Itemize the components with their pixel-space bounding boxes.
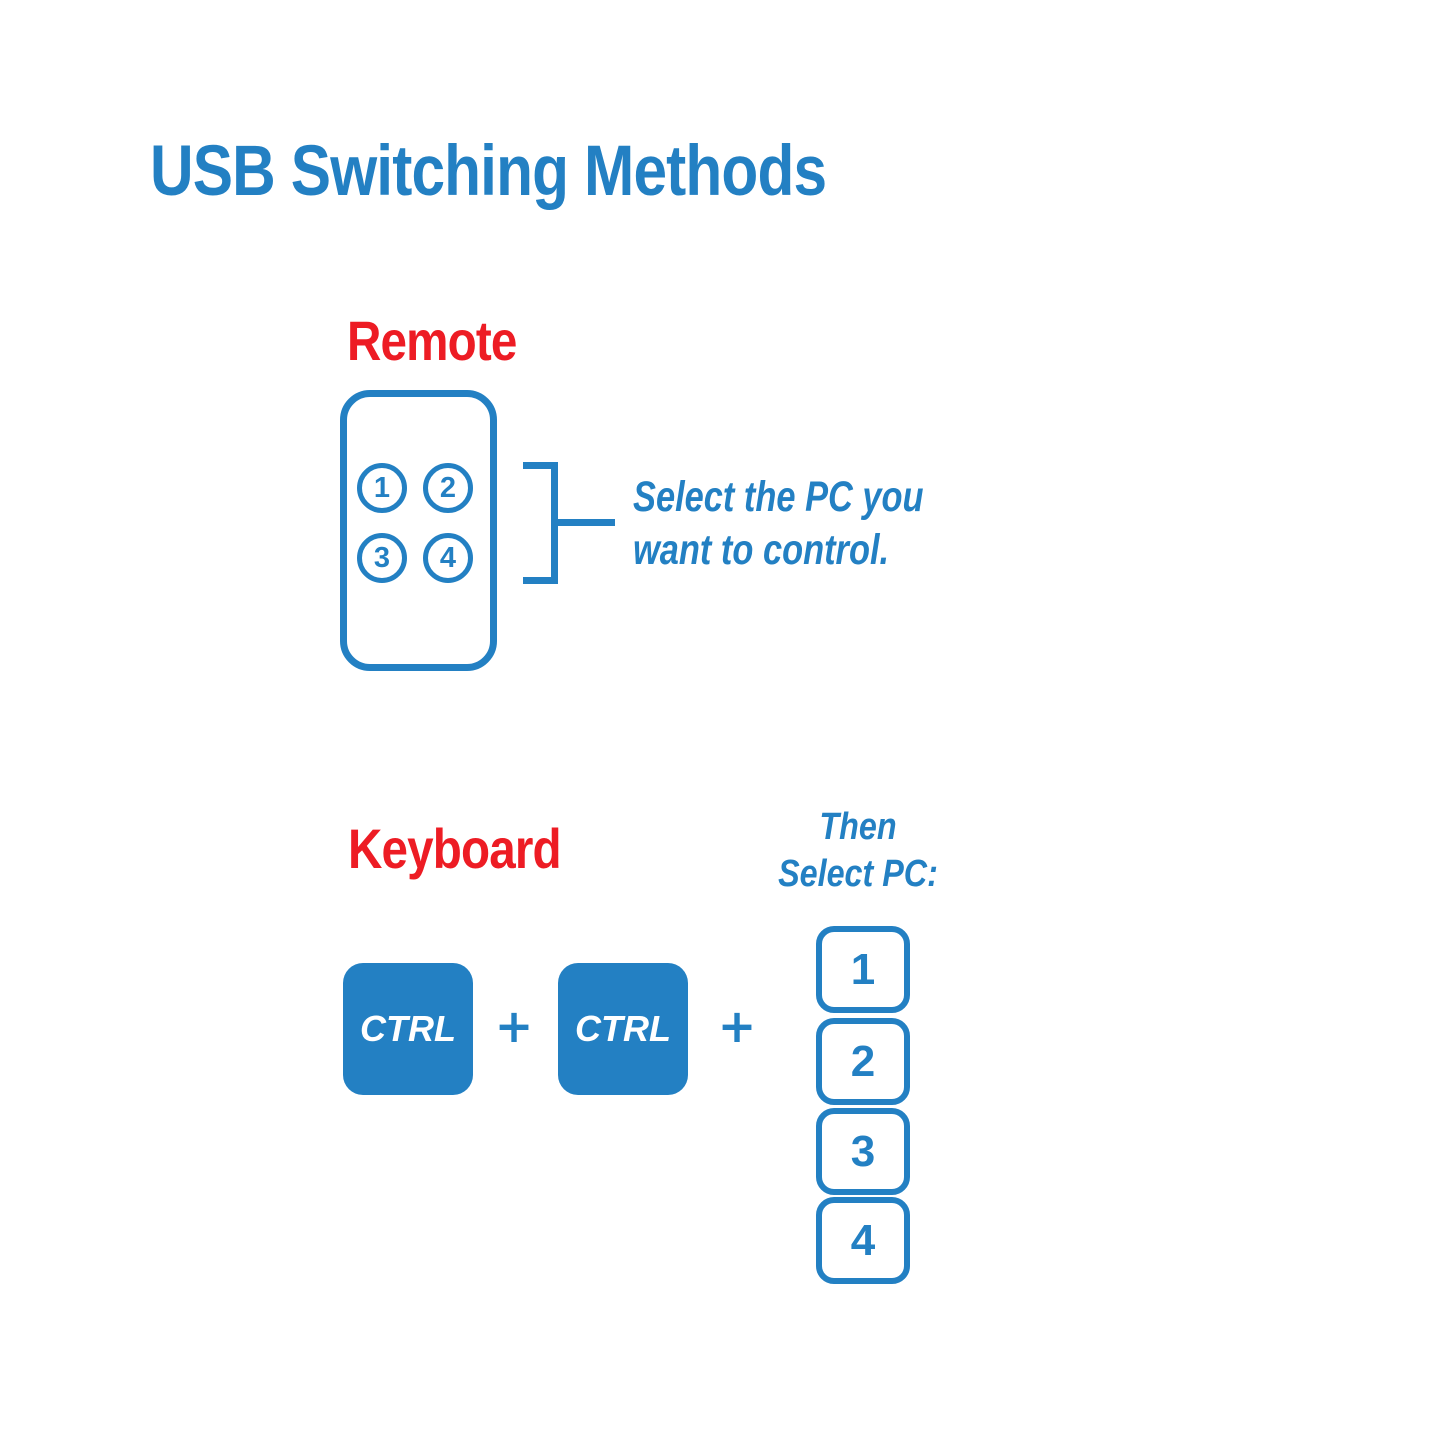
remote-button-3: 3	[357, 533, 407, 583]
bracket-leader-line	[558, 519, 615, 526]
ctrl-key-1: CTRL	[343, 963, 473, 1095]
plus-sign-2: +	[717, 999, 757, 1053]
bracket-bottom-arm	[523, 577, 558, 584]
remote-note-line2: want to control.	[633, 526, 890, 574]
remote-note-line1: Select the PC you	[633, 473, 924, 521]
then-note-line2: Select PC:	[778, 853, 938, 895]
remote-note: Select the PC you want to control.	[633, 471, 924, 577]
pc-key-3: 3	[816, 1108, 910, 1195]
remote-section-label: Remote	[347, 309, 517, 372]
then-note-line1: Then	[819, 806, 897, 848]
page-title: USB Switching Methods	[150, 132, 827, 211]
bracket-vertical-bar	[551, 462, 558, 584]
then-select-pc-note: Then Select PC:	[688, 804, 1028, 898]
pc-key-1: 1	[816, 926, 910, 1013]
pc-key-4: 4	[816, 1197, 910, 1284]
plus-sign-1: +	[494, 999, 534, 1053]
remote-graphic	[340, 390, 497, 671]
remote-button-1: 1	[357, 463, 407, 513]
bracket-top-arm	[523, 462, 558, 469]
pc-key-2: 2	[816, 1018, 910, 1105]
remote-button-2: 2	[423, 463, 473, 513]
keyboard-section-label: Keyboard	[348, 817, 562, 880]
remote-button-4: 4	[423, 533, 473, 583]
ctrl-key-2: CTRL	[558, 963, 688, 1095]
